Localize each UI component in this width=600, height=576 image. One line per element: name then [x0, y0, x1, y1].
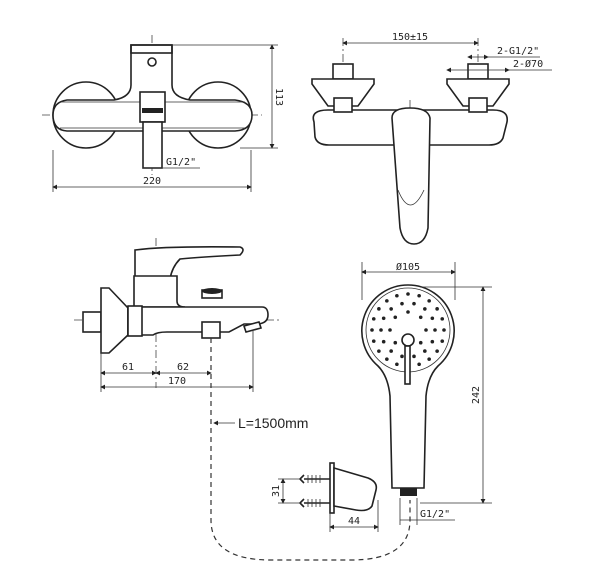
front-view: 113 G1/2" 220	[42, 35, 284, 192]
nozzle-dot	[389, 349, 393, 353]
nozzle-dot	[427, 299, 431, 303]
nozzle-dot	[385, 299, 389, 303]
nozzle-dot	[442, 328, 446, 332]
screw-icon	[298, 474, 330, 508]
nozzle-dot	[418, 340, 423, 345]
inlet-thread-label: 2-G1/2"	[497, 46, 539, 57]
nozzle-dot	[427, 357, 431, 361]
nozzle-dot	[381, 316, 386, 321]
side-dim-right: 62	[177, 362, 189, 373]
front-outlet-thread: G1/2"	[166, 157, 196, 168]
nozzle-dot	[435, 349, 439, 353]
nozzle-dot	[371, 317, 376, 321]
holder-depth-dim: 44	[348, 516, 360, 527]
nozzle-dot	[430, 339, 435, 344]
nozzle-dot	[393, 315, 398, 320]
hose: L=1500mm	[210, 338, 411, 561]
inlet-spacing-dim: 150±15	[392, 32, 428, 43]
nozzle-dot	[423, 307, 427, 311]
nozzle-dot	[412, 354, 416, 359]
nozzle-dot	[417, 362, 421, 367]
nozzle-dot	[430, 316, 435, 321]
side-dim-left: 61	[122, 362, 134, 373]
front-width-dim: 220	[143, 176, 161, 187]
nozzle-dot	[435, 307, 439, 311]
nozzle-dot	[377, 307, 381, 311]
nozzle-dot	[433, 328, 437, 332]
nozzle-dot	[417, 293, 421, 298]
shower-length-dim: 242	[471, 386, 482, 404]
nozzle-dot	[424, 328, 428, 332]
wall-holder: 31 44	[271, 462, 379, 532]
top-view: 150±15 2-G1/2" 2-Ø70	[311, 32, 552, 245]
hose-length-label: L=1500mm	[238, 415, 308, 431]
nozzle-dot	[400, 301, 404, 306]
nozzle-dot	[406, 292, 410, 296]
nozzle-dot	[385, 357, 389, 361]
front-height-dim: 113	[273, 88, 284, 106]
nozzle-dot	[406, 310, 410, 314]
nozzle-dot	[381, 339, 386, 344]
nozzle-dot	[388, 328, 392, 332]
hand-shower: Ø105 242 G1/2"	[361, 261, 492, 525]
nozzle-dot	[418, 315, 423, 320]
spray-nozzles	[370, 292, 446, 368]
holder-height-dim: 31	[271, 485, 282, 497]
nozzle-dot	[412, 301, 416, 306]
nozzle-dot	[440, 339, 445, 343]
nozzle-dot	[395, 293, 399, 298]
head-diameter-dim: Ø105	[396, 261, 420, 273]
nozzle-dot	[395, 362, 399, 367]
nozzle-dot	[400, 354, 404, 359]
nozzle-dot	[393, 340, 398, 345]
nozzle-dot	[423, 349, 427, 353]
escutcheon-dim: 2-Ø70	[513, 58, 543, 70]
nozzle-dot	[389, 307, 393, 311]
nozzle-dot	[377, 349, 381, 353]
side-depth-dim: 170	[168, 376, 186, 387]
nozzle-dot	[440, 317, 445, 321]
shower-thread-label: G1/2"	[420, 509, 450, 520]
nozzle-dot	[370, 328, 374, 332]
nozzle-dot	[379, 328, 383, 332]
side-view: 61 62 170	[74, 238, 282, 392]
nozzle-dot	[371, 339, 376, 343]
